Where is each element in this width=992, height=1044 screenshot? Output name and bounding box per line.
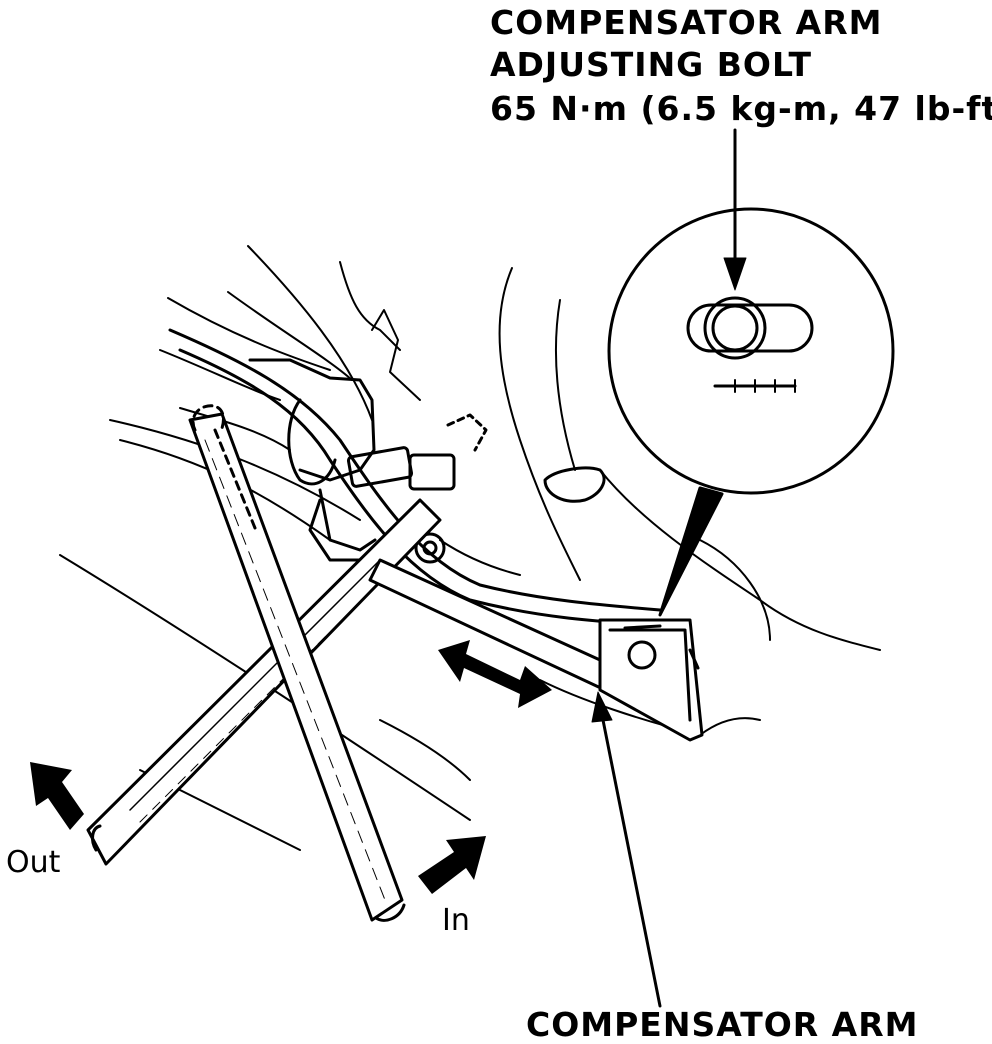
direction-arrows [30,640,552,894]
detail-circle [607,207,895,617]
out-label: Out [6,845,61,880]
compensator-arm-label: COMPENSATOR ARM [526,1005,919,1044]
bolt-label-line2: ADJUSTING BOLT [490,45,813,84]
torque-spec: 65 N·m (6.5 kg-m, 47 lb-ft) [490,89,992,128]
compensator-arm [368,558,704,742]
in-label: In [442,903,470,938]
pry-bars [86,404,442,922]
bolt-label-line1: COMPENSATOR ARM [490,3,883,42]
engine-mount [248,358,488,564]
leader-arrows [591,128,747,1008]
